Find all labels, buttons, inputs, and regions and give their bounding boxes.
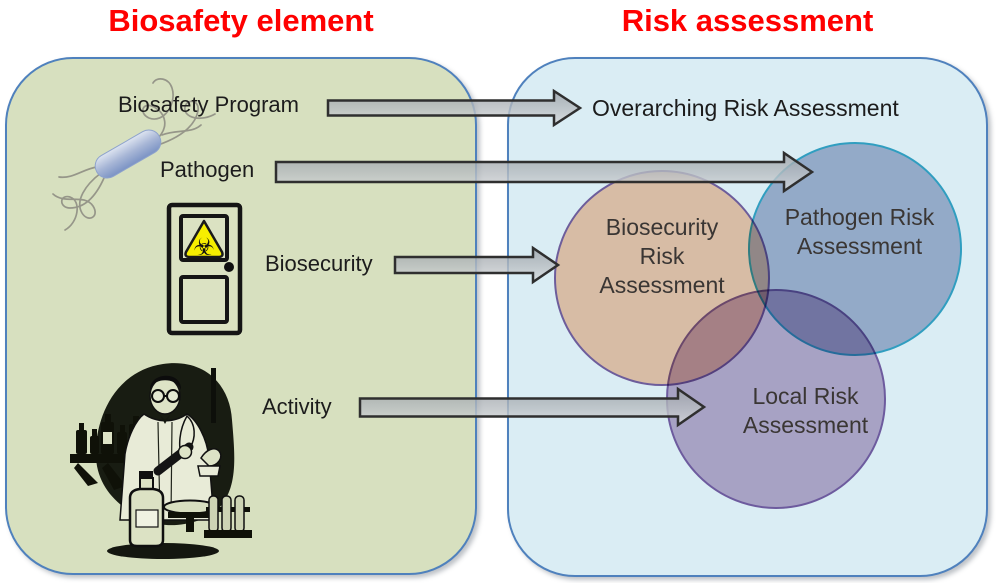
test-tube-rack-icon	[204, 495, 252, 538]
label-pathogen-risk-assessment: Pathogen Risk Assessment	[784, 204, 935, 259]
right-panel-title: Risk assessment	[621, 3, 874, 38]
label-overarching-risk-assessment: Overarching Risk Assessment	[592, 95, 899, 121]
label-local-risk-assessment: Local Risk Assessment	[742, 383, 869, 438]
label-biosafety-program: Biosafety Program	[118, 92, 299, 117]
left-panel-title: Biosafety element	[108, 3, 374, 38]
glasses-icon	[151, 389, 165, 403]
label-pathogen: Pathogen	[160, 157, 255, 182]
label-activity: Activity	[262, 394, 332, 419]
lab-worker-illustration	[70, 363, 252, 559]
doorknob-icon	[224, 262, 234, 272]
label-biosecurity-risk-assessment: Biosecurity Risk Assessment	[599, 214, 725, 298]
bacterium-icon	[52, 78, 216, 231]
biohazard-door-icon: ☣	[166, 202, 243, 336]
label-biosecurity: Biosecurity	[265, 251, 373, 276]
biohazard-symbol-icon: ☣	[193, 233, 215, 261]
